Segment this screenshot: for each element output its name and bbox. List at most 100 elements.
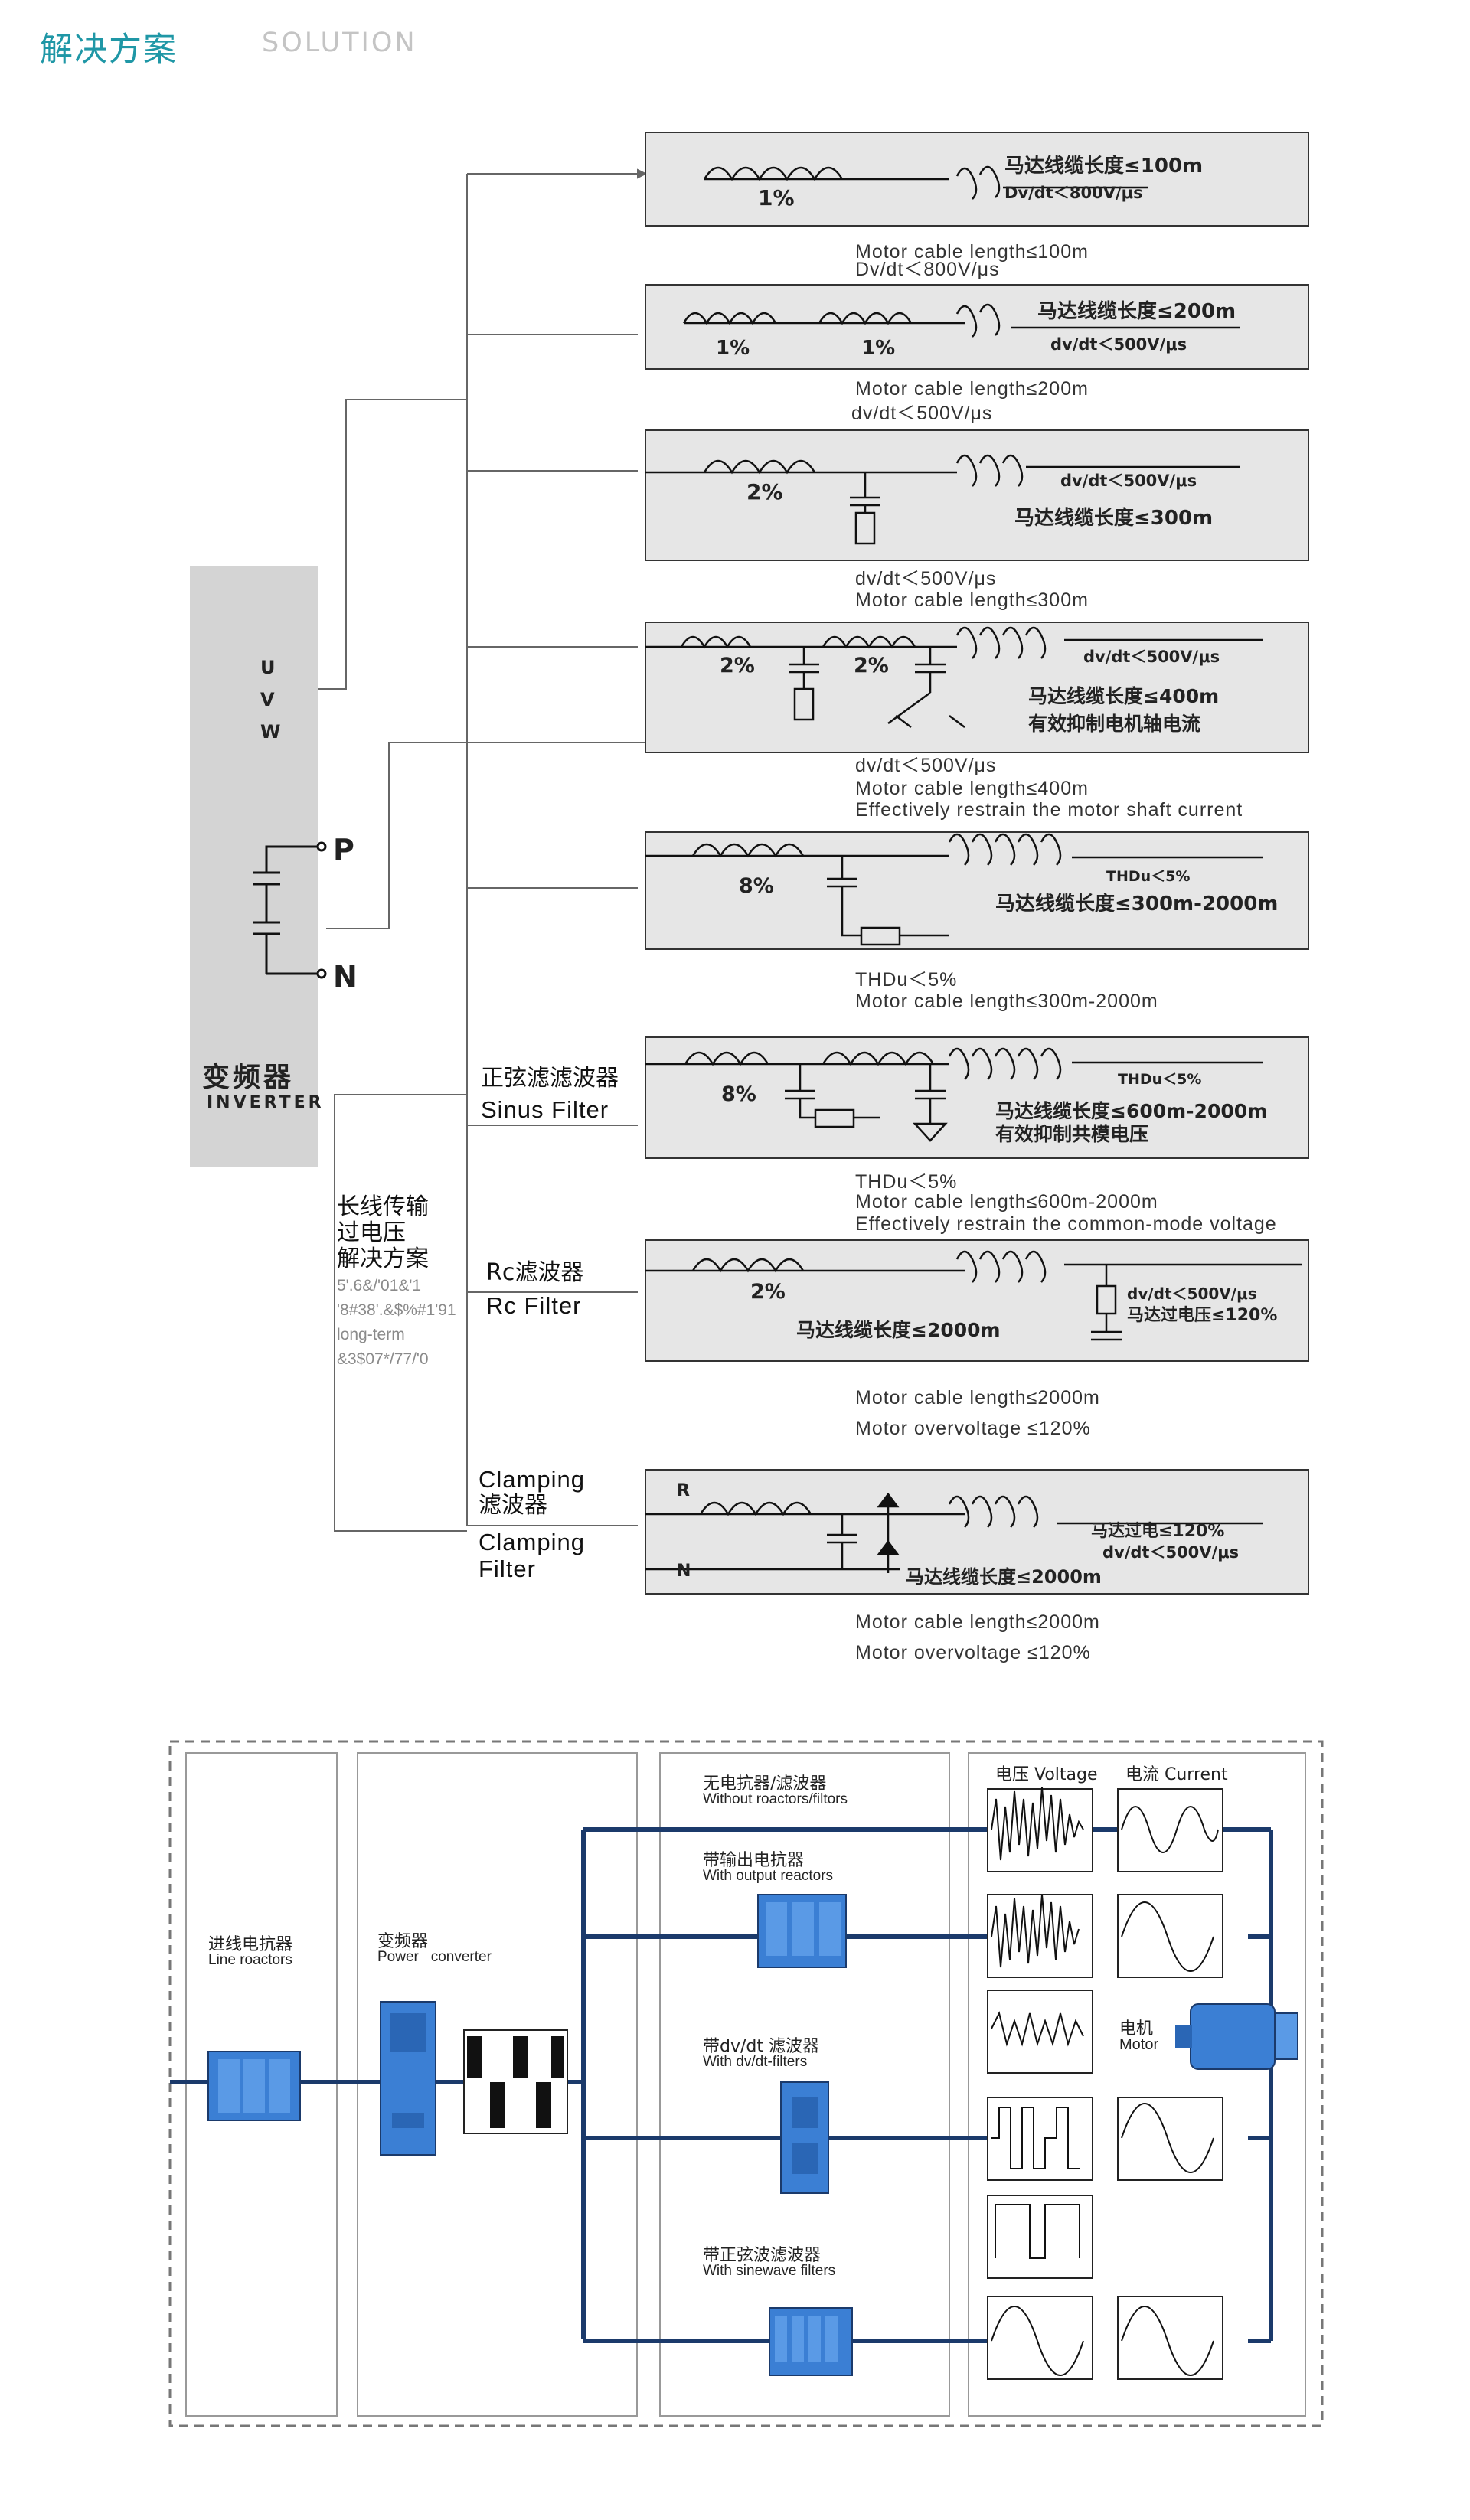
row-3-en: With dv/dt-filters <box>703 2054 808 2070</box>
clamping-label-2: Clamping <box>479 1529 585 1555</box>
f2-caption-2: dv/dt＜500V/μs <box>851 403 993 424</box>
dvdt-filter-component <box>780 2081 829 2194</box>
f7-box-text-3: 马达线缆长度≤2000m <box>796 1319 1001 1341</box>
inverter-name-cn: 变频器 <box>202 1062 295 1093</box>
f8-caption-2: Motor overvoltage ≤120% <box>855 1642 1091 1663</box>
filter-box-8 <box>645 1469 1309 1595</box>
phase-u-label: U <box>260 657 277 678</box>
terminal-n-label: N <box>333 960 358 994</box>
converter-component <box>380 2001 436 2156</box>
page-subtitle: SOLUTION <box>262 28 417 58</box>
filter-box-6 <box>645 1036 1309 1159</box>
f8-box-text-2: dv/dt＜500V/μs <box>1102 1543 1240 1562</box>
voltage-column-label: 电压 Voltage <box>995 1765 1098 1784</box>
f1-caption-1: Motor cable length≤100m <box>855 241 1089 263</box>
motor-en: Motor <box>1119 2036 1159 2053</box>
f5-box-text-1: THDu＜5% <box>1106 868 1191 885</box>
f5-box-text-2: 马达线缆长度≤300m-2000m <box>995 893 1279 916</box>
inverter-body <box>190 566 318 1167</box>
f8-box-text-r: R <box>677 1481 690 1500</box>
sinewave-filter-component <box>769 2307 853 2376</box>
f4-caption-1: dv/dt＜500V/μs <box>855 755 997 776</box>
f4-caption-2: Motor cable length≤400m <box>855 778 1089 799</box>
f1-inductor-1: 1% <box>758 185 795 211</box>
row-1-cn: 无电抗器/滤波器 <box>703 1774 827 1794</box>
f7-caption-1: Motor cable length≤2000m <box>855 1387 1100 1409</box>
f1-caption-2: Dv/dt＜800V/μs <box>855 259 1000 280</box>
f5-inductor-1: 8% <box>739 874 774 898</box>
f8-box-text-1: 马达过电≤120% <box>1091 1522 1225 1541</box>
f4-inductor-2: 2% <box>854 654 889 677</box>
pwm-pattern <box>463 2029 568 2134</box>
long-line-garbled-3: long-term <box>337 1326 405 1343</box>
row-2-cn: 带输出电抗器 <box>703 1851 805 1870</box>
f2-caption-1: Motor cable length≤200m <box>855 378 1089 400</box>
f2-box-text-2: dv/dt＜500V/μs <box>1050 335 1187 354</box>
filter-box-3 <box>645 429 1309 561</box>
f7-box-text-2: 马达过电压≤120% <box>1127 1306 1278 1325</box>
f8-box-text-3: 马达线缆长度≤2000m <box>906 1566 1102 1588</box>
f8-box-text-n: N <box>677 1562 691 1581</box>
row-4-en: With sinewave filters <box>703 2263 836 2279</box>
f5-caption-2: Motor cable length≤300m-2000m <box>855 991 1158 1012</box>
f3-caption-2: Motor cable length≤300m <box>855 589 1089 611</box>
long-line-garbled-2: '8#38'.&$%#1'91 <box>337 1301 456 1319</box>
page-title: 解决方案 <box>40 31 178 69</box>
schematics <box>645 165 1302 1573</box>
long-line-cn-3: 解决方案 <box>337 1245 429 1272</box>
f4-box-text-1: dv/dt＜500V/μs <box>1083 648 1220 666</box>
rc-filter-cn: Rc滤波器 <box>486 1259 584 1286</box>
f3-inductor-1: 2% <box>746 479 783 504</box>
f8-caption-1: Motor cable length≤2000m <box>855 1611 1100 1633</box>
filter-box-5 <box>645 831 1309 950</box>
rc-filter-en: Rc Filter <box>486 1292 582 1319</box>
line-reactors-cn: 进线电抗器 <box>208 1935 293 1954</box>
f6-caption-3: Effectively restrain the common-mode vol… <box>855 1213 1277 1235</box>
f2-box-text-1: 马达线缆长度≤200m <box>1037 300 1236 323</box>
sinus-filter-en: Sinus Filter <box>481 1096 609 1123</box>
f2-inductor-1: 1% <box>716 337 750 360</box>
f6-box-text-1: THDu＜5% <box>1118 1071 1202 1088</box>
f4-box-text-2: 马达线缆长度≤400m <box>1028 685 1220 707</box>
f4-caption-3: Effectively restrain the motor shaft cur… <box>855 799 1243 821</box>
output-reactor-component <box>757 1894 847 1968</box>
f7-box-text-1: dv/dt＜500V/μs <box>1127 1284 1257 1303</box>
f5-caption-1: THDu＜5% <box>855 969 958 991</box>
f4-inductor-1: 2% <box>720 654 755 677</box>
row-3-cn: 带dv/dt 滤波器 <box>703 2037 819 2056</box>
f3-box-text-1: dv/dt＜500V/μs <box>1060 472 1197 490</box>
dc-link-capacitors <box>253 841 327 979</box>
f6-caption-1: THDu＜5% <box>855 1171 958 1193</box>
f7-caption-2: Motor overvoltage ≤120% <box>855 1418 1091 1439</box>
f3-box-text-2: 马达线缆长度≤300m <box>1014 507 1214 530</box>
f3-caption-1: dv/dt＜500V/μs <box>855 568 997 589</box>
f1-box-text-1: 马达线缆长度≤100m <box>1004 155 1204 178</box>
phase-v-label: V <box>260 689 276 710</box>
current-column-label: 电流 Current <box>1125 1765 1228 1784</box>
converter-en: Power converter <box>377 1949 492 1965</box>
section-filters <box>659 1752 950 2417</box>
f1-box-text-2: Dv/dt＜800V/μs <box>1004 184 1143 202</box>
waveform-plots <box>987 1788 1223 2380</box>
waveform-traces <box>991 1787 1219 2376</box>
f6-box-text-2: 马达线缆长度≤600m-2000m <box>995 1100 1268 1122</box>
sinus-filter-cn: 正弦滤滤波器 <box>481 1065 619 1092</box>
row-1-en: Without roactors/filtors <box>703 1791 848 1807</box>
long-line-cn-2: 过电压 <box>337 1219 406 1246</box>
clamping-filter-en: Filter <box>479 1555 536 1582</box>
line-reactors-en: Line roactors <box>208 1952 292 1968</box>
clamping-label-1: Clamping <box>479 1466 585 1493</box>
line-reactor-component <box>207 2051 301 2121</box>
f2-inductor-2: 1% <box>861 337 896 360</box>
row-2-en: With output reactors <box>703 1868 834 1884</box>
f4-box-text-3: 有效抑制电机轴电流 <box>1028 713 1201 735</box>
long-line-garbled-1: 5'.6&/'01&'1 <box>337 1277 422 1294</box>
phase-w-label: W <box>260 721 283 743</box>
motor-component <box>1175 2003 1298 2070</box>
f6-box-text-3: 有效抑制共模电压 <box>995 1123 1149 1145</box>
section-waveforms <box>968 1752 1306 2417</box>
motor-cn: 电机 <box>1119 2019 1154 2039</box>
clamping-filter-cn: 滤波器 <box>479 1492 547 1519</box>
converter-cn: 变频器 <box>377 1932 429 1951</box>
